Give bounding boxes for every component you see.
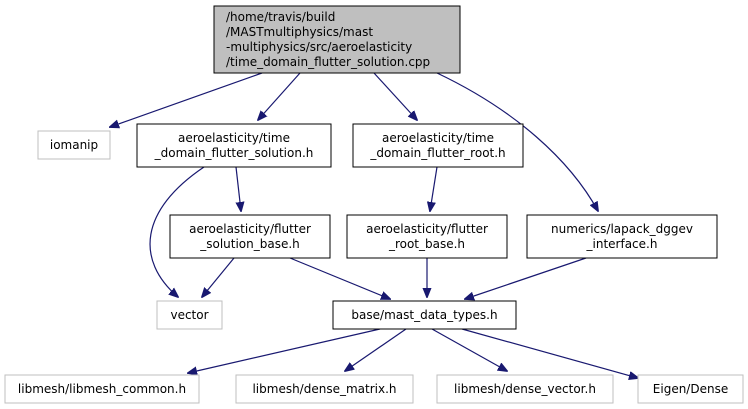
node-lm_common: libmesh/libmesh_common.h — [4, 374, 200, 404]
node-label-tdfr_h-line-1: _domain_flutter_root.h — [369, 146, 505, 160]
node-label-tdfs_h-line-1: _domain_flutter_solution.h — [154, 146, 314, 160]
node-label-eigen-line-0: Eigen/Dense — [653, 382, 728, 396]
edge-tdfs_h-to-vector — [149, 166, 205, 297]
node-box-tdfs_h — [136, 123, 332, 168]
node-label-iomanip-line-0: iomanip — [50, 138, 98, 152]
node-box-fsb_h — [169, 214, 331, 259]
edge-fsb_h-to-mdt_h — [289, 257, 390, 299]
node-lm_dmat: libmesh/dense_matrix.h — [235, 374, 414, 404]
node-label-mdt_h-line-0: base/mast_data_types.h — [351, 308, 497, 322]
node-box-iomanip — [37, 130, 111, 160]
node-label-tdfs_h-line-0: aeroelasticity/time — [178, 131, 290, 145]
node-label-tdfr_h-line-0: aeroelasticity/time — [382, 131, 494, 145]
edge-root-to-iomanip — [110, 72, 263, 127]
node-label-root-line-3: /time_domain_flutter_solution.cpp — [226, 55, 430, 69]
edge-mdt_h-to-lm_common — [188, 328, 381, 373]
node-box-root — [213, 5, 461, 74]
node-label-lm_dvec-line-0: libmesh/dense_vector.h — [454, 382, 596, 396]
node-mdt_h[interactable]: base/mast_data_types.h — [332, 300, 517, 330]
node-label-root-line-1: /MASTmultiphysics/mast — [226, 25, 373, 39]
node-label-lapack-line-1: _interface.h — [586, 237, 658, 251]
node-label-fsb_h-line-1: _solution_base.h — [199, 237, 300, 251]
node-iomanip: iomanip — [37, 130, 111, 160]
node-box-lm_dmat — [235, 374, 414, 404]
node-box-frb_h — [346, 214, 508, 259]
node-label-vector-line-0: vector — [170, 308, 208, 322]
node-tdfs_h[interactable]: aeroelasticity/time_domain_flutter_solut… — [136, 123, 332, 168]
edge-tdfr_h-to-frb_h — [430, 166, 438, 211]
node-label-lapack-line-0: numerics/lapack_dggev — [551, 222, 693, 236]
edge-mdt_h-to-lm_dmat — [345, 328, 407, 371]
node-lapack[interactable]: numerics/lapack_dggev_interface.h — [526, 214, 718, 259]
node-vector: vector — [156, 300, 223, 330]
node-eigen: Eigen/Dense — [637, 374, 744, 404]
node-lm_dvec: libmesh/dense_vector.h — [436, 374, 614, 404]
node-label-lm_dmat-line-0: libmesh/dense_matrix.h — [252, 382, 396, 396]
node-fsb_h[interactable]: aeroelasticity/flutter_solution_base.h — [169, 214, 331, 259]
edge-fsb_h-to-vector — [202, 257, 235, 297]
node-box-eigen — [637, 374, 744, 404]
node-label-root-line-2: -multiphysics/src/aeroelasticity — [226, 40, 412, 54]
edge-root-to-tdfs_h — [258, 72, 301, 120]
edge-root-to-lapack — [436, 72, 598, 211]
edge-lapack-to-mdt_h — [465, 257, 587, 299]
node-box-vector — [156, 300, 223, 330]
edges-layer — [110, 72, 638, 378]
node-label-frb_h-line-0: aeroelasticity/flutter — [366, 222, 488, 236]
edge-mdt_h-to-eigen — [461, 328, 638, 378]
edge-tdfs_h-to-fsb_h — [236, 166, 241, 211]
node-box-mdt_h — [332, 300, 517, 330]
node-label-frb_h-line-1: _root_base.h — [388, 237, 465, 251]
node-label-lm_common-line-0: libmesh/libmesh_common.h — [18, 382, 186, 396]
edge-root-to-tdfr_h — [373, 72, 417, 120]
nodes-layer: /home/travis/build/MASTmultiphysics/mast… — [4, 5, 744, 404]
node-box-lm_common — [4, 374, 200, 404]
node-box-lapack — [526, 214, 718, 259]
edge-mdt_h-to-lm_dvec — [431, 328, 507, 371]
node-box-tdfr_h — [352, 123, 524, 168]
node-frb_h[interactable]: aeroelasticity/flutter_root_base.h — [346, 214, 508, 259]
node-root[interactable]: /home/travis/build/MASTmultiphysics/mast… — [213, 5, 461, 74]
node-label-fsb_h-line-0: aeroelasticity/flutter — [189, 222, 311, 236]
node-box-lm_dvec — [436, 374, 614, 404]
node-label-root-line-0: /home/travis/build — [226, 10, 335, 24]
node-tdfr_h[interactable]: aeroelasticity/time_domain_flutter_root.… — [352, 123, 524, 168]
